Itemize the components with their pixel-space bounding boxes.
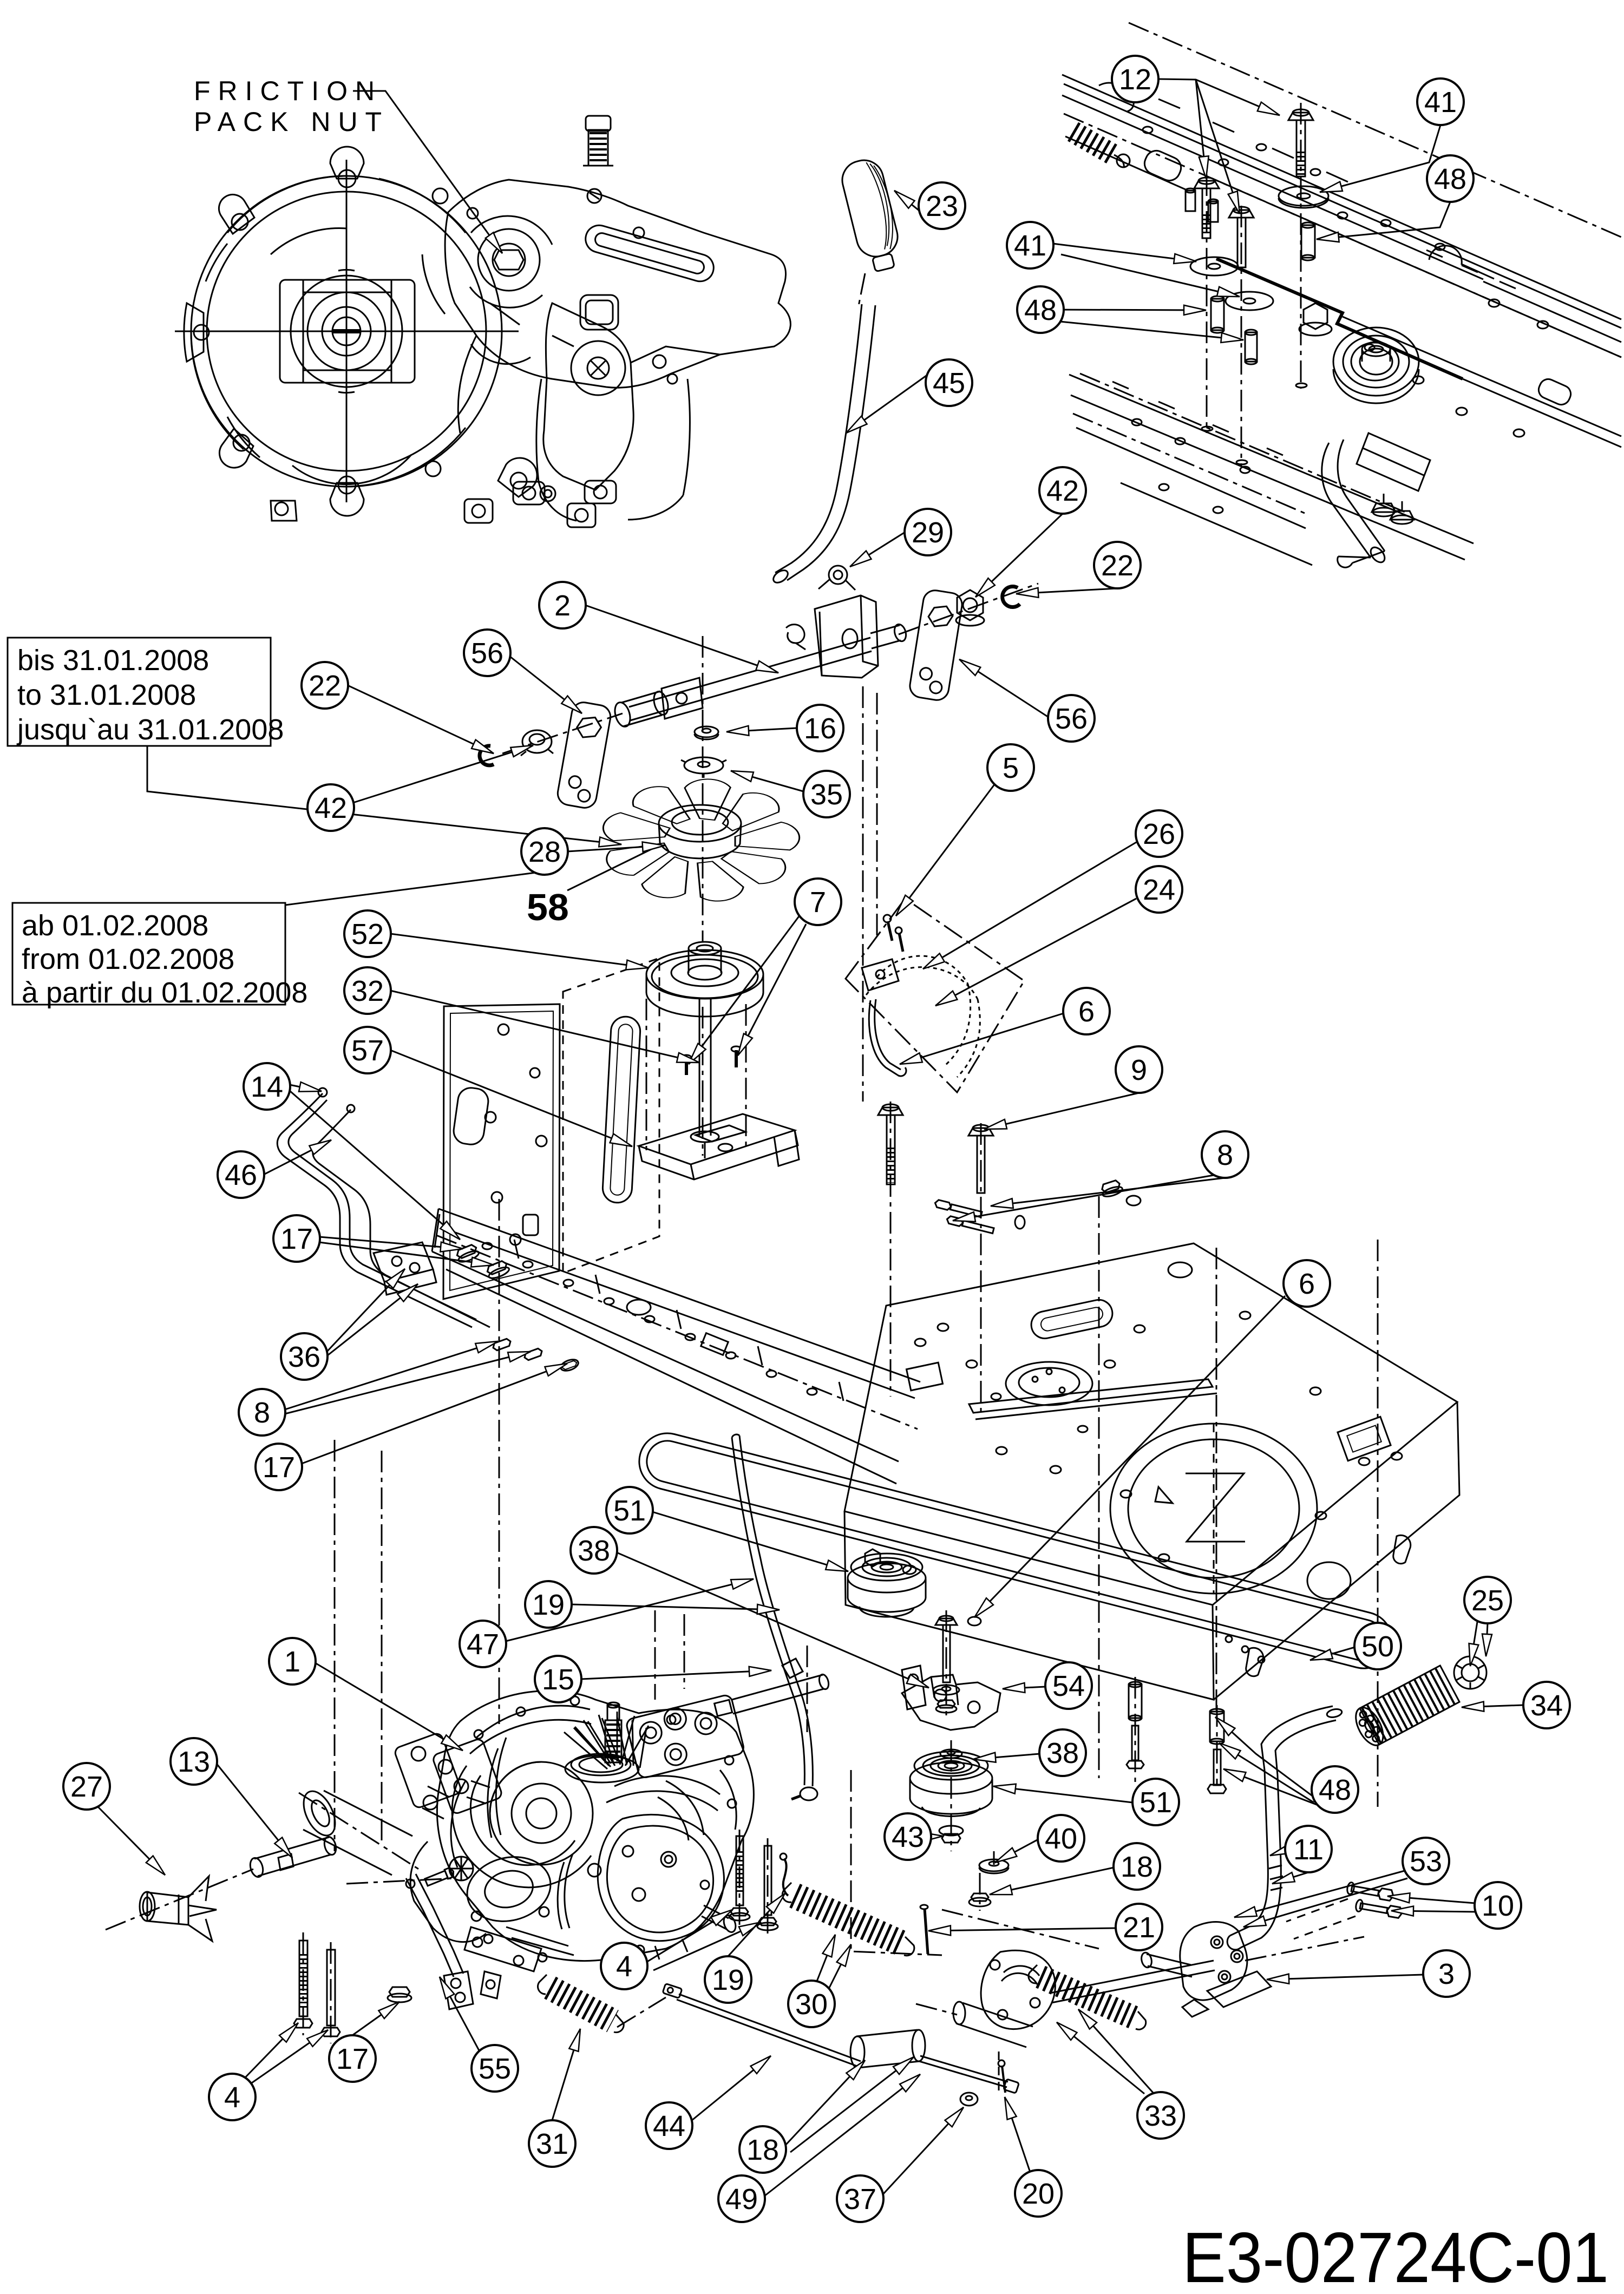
svg-text:19: 19 bbox=[712, 1964, 744, 1996]
svg-text:58: 58 bbox=[527, 886, 569, 928]
svg-text:38: 38 bbox=[578, 1535, 610, 1567]
svg-text:43: 43 bbox=[892, 1821, 924, 1853]
svg-text:52: 52 bbox=[351, 918, 384, 951]
svg-text:bis 31.01.2008: bis 31.01.2008 bbox=[17, 644, 209, 677]
svg-text:3: 3 bbox=[1438, 1958, 1455, 1990]
svg-text:31: 31 bbox=[536, 2128, 568, 2160]
svg-text:5: 5 bbox=[1003, 752, 1019, 784]
svg-text:14: 14 bbox=[251, 1071, 283, 1103]
svg-text:49: 49 bbox=[725, 2183, 758, 2216]
svg-text:30: 30 bbox=[795, 1988, 828, 2021]
svg-text:47: 47 bbox=[467, 1628, 499, 1661]
svg-text:4: 4 bbox=[224, 2081, 240, 2114]
svg-text:50: 50 bbox=[1361, 1630, 1394, 1663]
svg-text:32: 32 bbox=[351, 975, 384, 1007]
svg-text:22: 22 bbox=[1101, 549, 1134, 582]
svg-text:51: 51 bbox=[1140, 1786, 1172, 1819]
svg-text:44: 44 bbox=[653, 2110, 685, 2142]
svg-text:46: 46 bbox=[225, 1159, 257, 1191]
svg-text:37: 37 bbox=[844, 2183, 876, 2216]
svg-text:27: 27 bbox=[70, 1771, 103, 1803]
svg-text:17: 17 bbox=[280, 1223, 313, 1255]
svg-text:8: 8 bbox=[1217, 1139, 1233, 1171]
svg-text:41: 41 bbox=[1424, 86, 1457, 119]
svg-text:E3-02724C-01: E3-02724C-01 bbox=[1182, 2218, 1609, 2294]
svg-text:to 31.01.2008: to 31.01.2008 bbox=[17, 679, 196, 711]
svg-text:4: 4 bbox=[616, 1950, 632, 1983]
svg-text:33: 33 bbox=[1144, 2100, 1177, 2132]
svg-text:18: 18 bbox=[746, 2134, 779, 2166]
svg-text:17: 17 bbox=[336, 2043, 369, 2075]
svg-text:9: 9 bbox=[1131, 1054, 1147, 1086]
svg-text:42: 42 bbox=[315, 792, 347, 824]
svg-text:from 01.02.2008: from 01.02.2008 bbox=[22, 943, 234, 975]
svg-text:42: 42 bbox=[1046, 475, 1079, 507]
svg-text:23: 23 bbox=[926, 190, 958, 222]
svg-text:51: 51 bbox=[613, 1495, 646, 1527]
svg-text:21: 21 bbox=[1123, 1911, 1155, 1944]
svg-text:41: 41 bbox=[1014, 230, 1046, 262]
svg-text:25: 25 bbox=[1471, 1584, 1504, 1617]
svg-text:20: 20 bbox=[1022, 2178, 1055, 2210]
svg-text:36: 36 bbox=[288, 1341, 320, 1373]
svg-text:PACK NUT: PACK NUT bbox=[194, 107, 389, 137]
svg-text:40: 40 bbox=[1045, 1823, 1077, 1855]
svg-text:ab 01.02.2008: ab 01.02.2008 bbox=[22, 909, 208, 942]
svg-text:12: 12 bbox=[1119, 63, 1151, 96]
svg-text:34: 34 bbox=[1530, 1689, 1563, 1722]
svg-text:19: 19 bbox=[532, 1589, 565, 1621]
svg-text:24: 24 bbox=[1143, 874, 1175, 906]
svg-text:54: 54 bbox=[1052, 1670, 1085, 1702]
svg-text:45: 45 bbox=[933, 367, 965, 399]
svg-text:26: 26 bbox=[1143, 818, 1175, 850]
svg-text:6: 6 bbox=[1078, 995, 1095, 1028]
svg-text:53: 53 bbox=[1410, 1845, 1442, 1878]
svg-text:48: 48 bbox=[1319, 1774, 1351, 1806]
svg-text:11: 11 bbox=[1293, 1833, 1324, 1866]
svg-text:à partir du 01.02.2008: à partir du 01.02.2008 bbox=[22, 976, 307, 1009]
svg-text:55: 55 bbox=[479, 2053, 511, 2085]
svg-text:jusqu`au 31.01.2008: jusqu`au 31.01.2008 bbox=[16, 713, 284, 746]
svg-text:17: 17 bbox=[263, 1451, 295, 1484]
svg-text:56: 56 bbox=[1055, 703, 1088, 735]
svg-text:7: 7 bbox=[810, 886, 826, 919]
svg-text:2: 2 bbox=[554, 589, 571, 622]
svg-text:56: 56 bbox=[471, 637, 503, 670]
svg-text:1: 1 bbox=[284, 1646, 300, 1678]
svg-text:35: 35 bbox=[810, 778, 843, 811]
svg-text:57: 57 bbox=[351, 1034, 384, 1067]
svg-text:29: 29 bbox=[912, 516, 944, 549]
svg-text:28: 28 bbox=[528, 836, 561, 868]
svg-text:38: 38 bbox=[1046, 1737, 1079, 1769]
svg-text:FRICTION: FRICTION bbox=[194, 76, 382, 106]
svg-text:6: 6 bbox=[1299, 1268, 1315, 1300]
svg-text:15: 15 bbox=[542, 1663, 574, 1696]
svg-text:16: 16 bbox=[804, 712, 836, 745]
svg-text:22: 22 bbox=[309, 670, 341, 702]
svg-text:10: 10 bbox=[1482, 1890, 1514, 1922]
svg-text:48: 48 bbox=[1434, 163, 1466, 195]
svg-text:48: 48 bbox=[1024, 294, 1057, 326]
svg-text:13: 13 bbox=[178, 1746, 210, 1778]
svg-text:8: 8 bbox=[254, 1397, 270, 1429]
svg-text:18: 18 bbox=[1121, 1851, 1153, 1883]
